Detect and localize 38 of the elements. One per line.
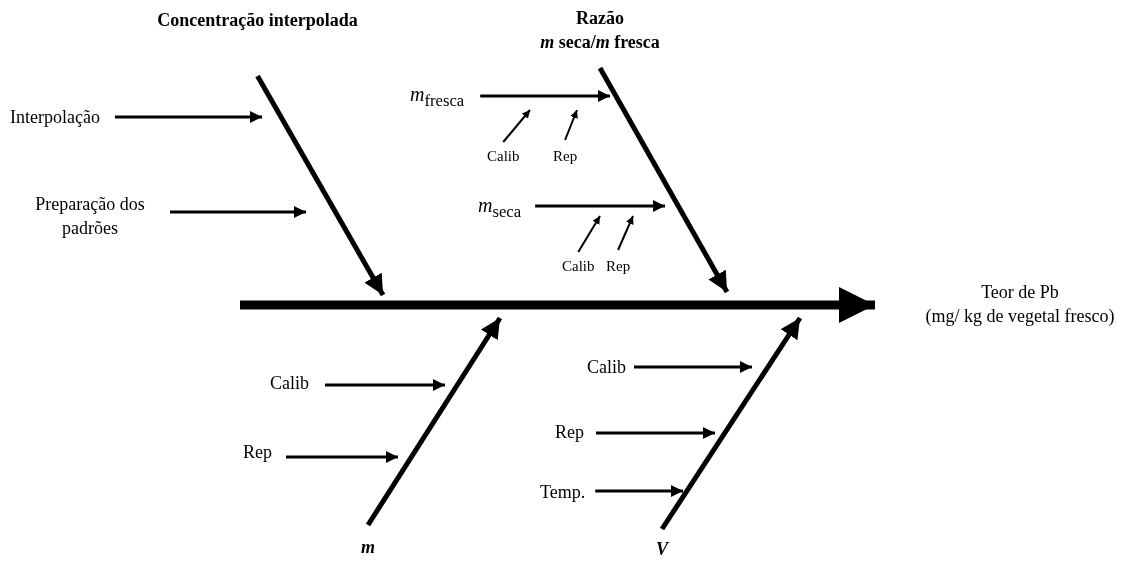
cause-label: Rep	[606, 254, 631, 278]
cause-arrow	[577, 215, 601, 253]
cause-label: Calib	[487, 144, 520, 168]
cause-label: Calib	[587, 355, 626, 379]
cause-arrow	[634, 361, 752, 373]
cause-label: m$_{fresca}$	[410, 82, 465, 113]
bone-arrow	[365, 316, 503, 527]
bone-arrow	[659, 316, 803, 531]
cause-label: Interpolação	[10, 105, 100, 129]
cause-arrow	[595, 485, 683, 497]
cause-label: Preparação dos padrões	[20, 192, 160, 240]
cause-label: Temp.	[540, 480, 586, 504]
cause-label: Calib	[270, 371, 309, 395]
cause-label: Rep	[555, 420, 584, 444]
cause-arrow	[480, 90, 610, 102]
category-label: m	[361, 535, 375, 559]
cause-arrow	[325, 379, 445, 391]
category-label: Concentração interpolada	[120, 8, 395, 32]
category-label: m seca/m fresca	[539, 31, 661, 54]
effect-label: (mg/ kg de vegetal fresco)	[924, 305, 1116, 328]
cause-arrow	[286, 451, 398, 463]
cause-arrow	[502, 109, 531, 143]
cause-arrow	[564, 109, 578, 141]
cause-label: Rep	[243, 440, 272, 464]
bone-arrow	[597, 66, 730, 294]
cause-label: Rep	[553, 144, 578, 168]
cause-arrow	[596, 427, 715, 439]
cause-arrow	[535, 200, 665, 212]
cause-label: m$_{seca}$	[478, 193, 522, 224]
cause-arrow	[617, 215, 634, 251]
cause-label: Calib	[562, 254, 595, 278]
category-label: Razão	[575, 7, 625, 30]
spine-arrow	[240, 287, 875, 323]
bone-arrow	[255, 74, 386, 297]
category-label: V	[656, 537, 668, 561]
cause-arrow	[114, 111, 262, 123]
cause-arrow	[170, 206, 306, 218]
effect-label: Teor de Pb	[980, 281, 1060, 304]
